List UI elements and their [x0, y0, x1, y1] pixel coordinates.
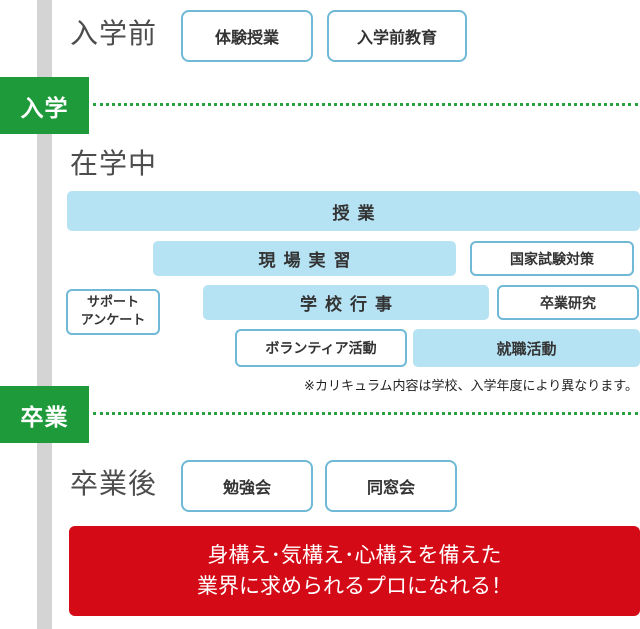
admission-milestone: 入学: [0, 77, 89, 134]
support-label: サポート: [86, 295, 139, 311]
goal-banner-line-1: 身構え･気構え･心構えを備えた: [207, 542, 502, 567]
survey-label: アンケート: [80, 313, 146, 328]
timeline-bar: [37, 0, 52, 629]
phase-after-graduation-label: 卒業後: [70, 467, 158, 500]
job-hunting-bar: 就職活動: [413, 329, 640, 367]
graduation-milestone: 卒業: [0, 386, 89, 443]
curriculum-note: ※カリキュラム内容は学校、入学年度により異なります。: [304, 379, 638, 394]
volunteer-activity-box: ボランティア活動: [235, 329, 407, 367]
graduation-research-box: 卒業研究: [497, 285, 639, 320]
admission-dotted-line: [93, 103, 638, 106]
lesson-bar: 授業: [67, 191, 640, 231]
trial-lesson-box: 体験授業: [181, 10, 313, 62]
school-events-bar: 学校行事: [203, 285, 489, 320]
phase-in-school-label: 在学中: [70, 147, 158, 180]
national-exam-prep-box: 国家試験対策: [470, 241, 634, 276]
phase-before-admission-label: 入学前: [70, 17, 158, 50]
alumni-association-box: 同窓会: [325, 460, 457, 512]
pre-admission-education-box: 入学前教育: [327, 10, 467, 62]
field-practice-bar: 現場実習: [153, 241, 456, 276]
graduation-dotted-line: [93, 412, 638, 415]
goal-banner-line-2: 業界に求められるプロになれる！: [197, 574, 512, 598]
study-group-box: 勉強会: [181, 460, 313, 512]
goal-banner: 身構え･気構え･心構えを備えた 業界に求められるプロになれる！: [69, 526, 640, 616]
support-survey-box: サポート アンケート: [66, 289, 160, 335]
